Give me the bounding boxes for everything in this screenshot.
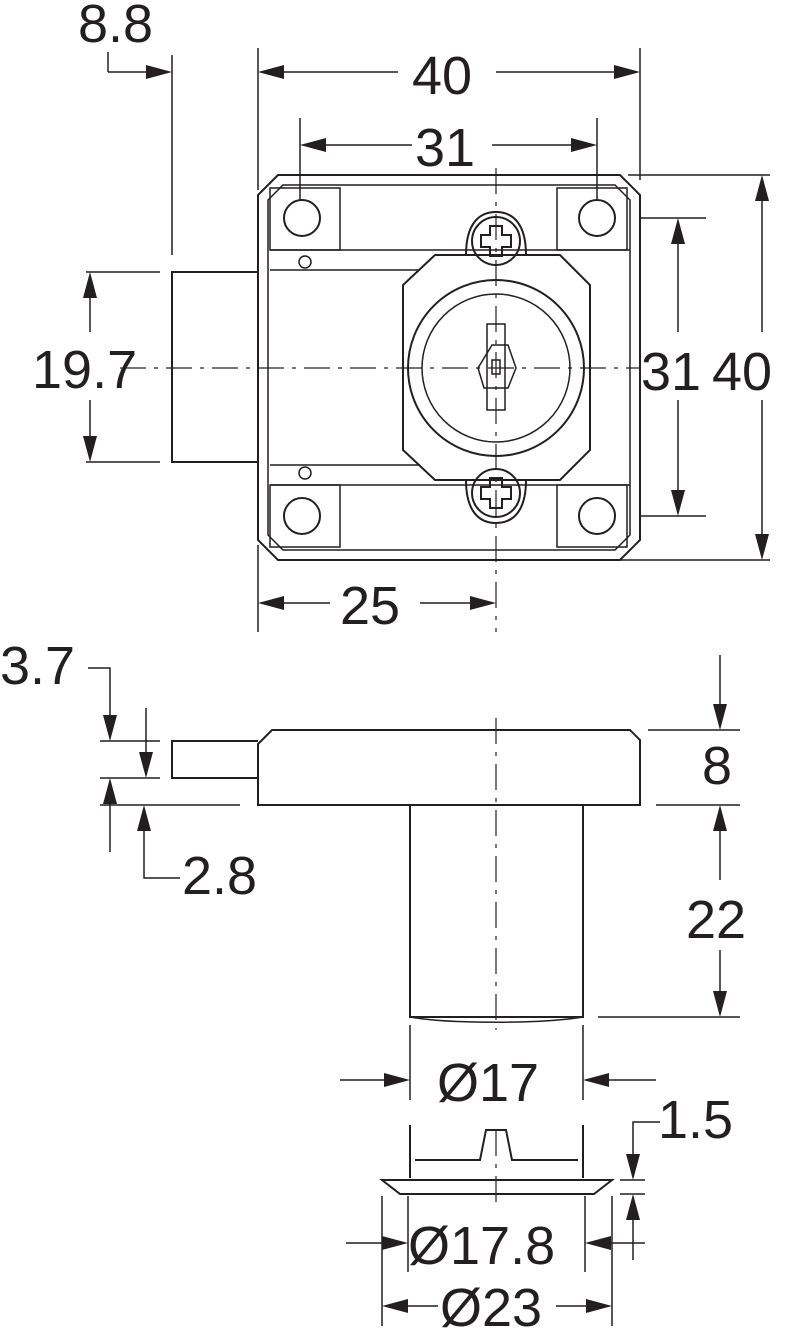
side-view: 3.7 2.8 8 22 Ø17	[0, 636, 746, 1113]
dim-28-arrow-a	[103, 778, 117, 804]
mount-hole-bl	[283, 497, 321, 535]
dim-178-arrow-right	[585, 1236, 611, 1250]
dim-88-arrow-right	[146, 65, 172, 79]
housing-inner-outline	[267, 184, 631, 551]
bolt-block	[171, 271, 258, 463]
dim-40v-arrow-bottom	[755, 534, 769, 560]
dim-40-arrow-right	[614, 65, 640, 79]
dim-15-label: 1.5	[658, 1090, 733, 1150]
dim-22-arrow-bottom	[713, 991, 727, 1017]
corner-pad-tr	[556, 187, 628, 251]
dim-15-leader	[632, 1121, 660, 1154]
dim-197-arrow-top	[83, 272, 97, 298]
bezel-view: 1.5 Ø17.8 Ø23	[346, 1090, 733, 1332]
top-view: 8.8 40 31 19.7 31 40 25	[32, 0, 772, 636]
dim-17-arrow-right	[583, 1073, 609, 1087]
bezel-flange	[379, 1179, 615, 1195]
dim-37-arrow-b	[139, 752, 153, 778]
dim-40h-label: 40	[412, 46, 472, 106]
dim-178-label: Ø17.8	[408, 1216, 555, 1276]
pin-bottom	[298, 466, 312, 480]
mounting-holes	[269, 187, 628, 548]
dim-25-label: 25	[340, 576, 400, 636]
dim-22-label: 22	[686, 890, 746, 950]
dim-197-arrow-bottom	[83, 436, 97, 462]
side-cylinder-face	[409, 1016, 584, 1023]
dim-17-arrow-left	[384, 1073, 410, 1087]
side-housing	[257, 729, 641, 806]
dim-17-label: Ø17	[437, 1053, 539, 1113]
dim-8-label: 8	[702, 736, 732, 796]
dim-31h-arrow-right	[571, 138, 597, 152]
mount-hole-tl	[283, 199, 321, 237]
mount-hole-br	[578, 497, 616, 535]
dim-178-arrow-left	[382, 1236, 408, 1250]
dim-15-arrow-b	[626, 1194, 640, 1220]
dim-31v-label: 31	[641, 342, 701, 402]
dim-8-arrow	[713, 704, 727, 730]
dim-197-label: 19.7	[32, 340, 137, 400]
dim-40-arrow-left	[258, 65, 284, 79]
dim-28-label: 2.8	[182, 846, 257, 906]
dim-25-arrow-left	[258, 596, 284, 610]
dim-31h-arrow-left	[300, 138, 326, 152]
dim-31v-arrow-top	[671, 218, 685, 244]
corner-pad-bl	[269, 484, 341, 548]
dim-40v-arrow-top	[755, 175, 769, 201]
screw-boss-top	[465, 210, 527, 256]
corner-pad-br	[556, 484, 628, 548]
side-bolt	[171, 740, 258, 779]
dim-88-label: 8.8	[78, 0, 153, 54]
dim-28-leader	[143, 831, 180, 879]
dim-28-arrow-b	[137, 805, 151, 831]
dim-31v-arrow-bottom	[671, 490, 685, 516]
dim-25-arrow-right	[470, 596, 496, 610]
dim-23-label: Ø23	[440, 1278, 542, 1332]
dim-15-arrow-a	[626, 1154, 640, 1180]
cylinder-plate	[402, 254, 591, 481]
keyway-icon	[477, 323, 517, 411]
dim-40v-label: 40	[712, 342, 772, 402]
dim-37-leader	[88, 667, 111, 715]
screw-boss-bottom	[465, 479, 527, 525]
dim-37-arrow-a	[103, 715, 117, 741]
pin-top	[298, 255, 312, 269]
dim-23-arrow-right	[586, 1299, 612, 1313]
dim-23-arrow-left	[382, 1299, 408, 1313]
dim-31h-label: 31	[415, 118, 475, 178]
corner-pad-tl	[269, 187, 341, 251]
dim-37-label: 3.7	[0, 636, 75, 696]
mount-hole-tr	[578, 199, 616, 237]
dim-22-arrow-top	[713, 805, 727, 831]
